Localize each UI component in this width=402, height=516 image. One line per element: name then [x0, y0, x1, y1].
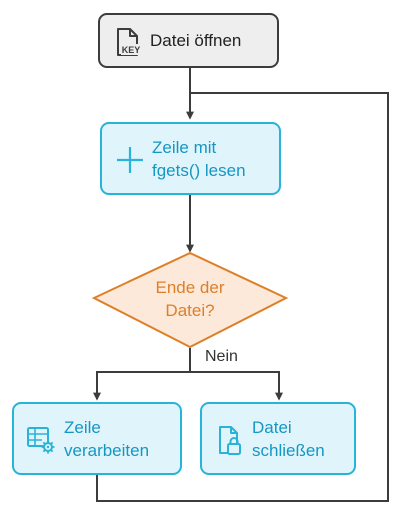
decision-label: Ende der Datei? — [120, 276, 260, 322]
node-close-file[interactable]: Datei schließen — [200, 402, 356, 475]
node-close-file-label-1: Datei — [252, 417, 292, 437]
node-process-line-label-2: verarbeiten — [64, 440, 150, 460]
svg-text:KEY: KEY — [122, 45, 141, 55]
node-process-line-label-1: Zeile — [64, 417, 101, 437]
plus-icon — [117, 147, 143, 173]
node-open-file[interactable]: KEY Datei öffnen — [98, 13, 279, 68]
edge-label-no: Nein — [205, 348, 238, 365]
lock-document-icon — [219, 426, 241, 455]
decision-label-2: Datei? — [165, 301, 215, 320]
decision-label-1: Ende der — [155, 278, 225, 297]
edge-decision-to-close — [190, 371, 283, 401]
node-close-file-label-2: schließen — [252, 440, 325, 460]
edge-loop-back — [96, 92, 389, 502]
node-process-line[interactable]: Zeile verarbeiten — [12, 402, 182, 475]
node-read-line-label-1: Zeile mit — [152, 137, 217, 157]
node-open-file-label: Datei öffnen — [150, 31, 242, 50]
node-read-line-label-2: fgets() lesen — [152, 160, 246, 180]
table-gear-icon — [27, 427, 55, 454]
node-read-line[interactable]: Zeile mit fgets() lesen — [100, 122, 281, 195]
key-document-icon: KEY — [117, 28, 141, 56]
decision-diamond — [91, 251, 289, 349]
edge-decision-to-process — [93, 348, 191, 401]
